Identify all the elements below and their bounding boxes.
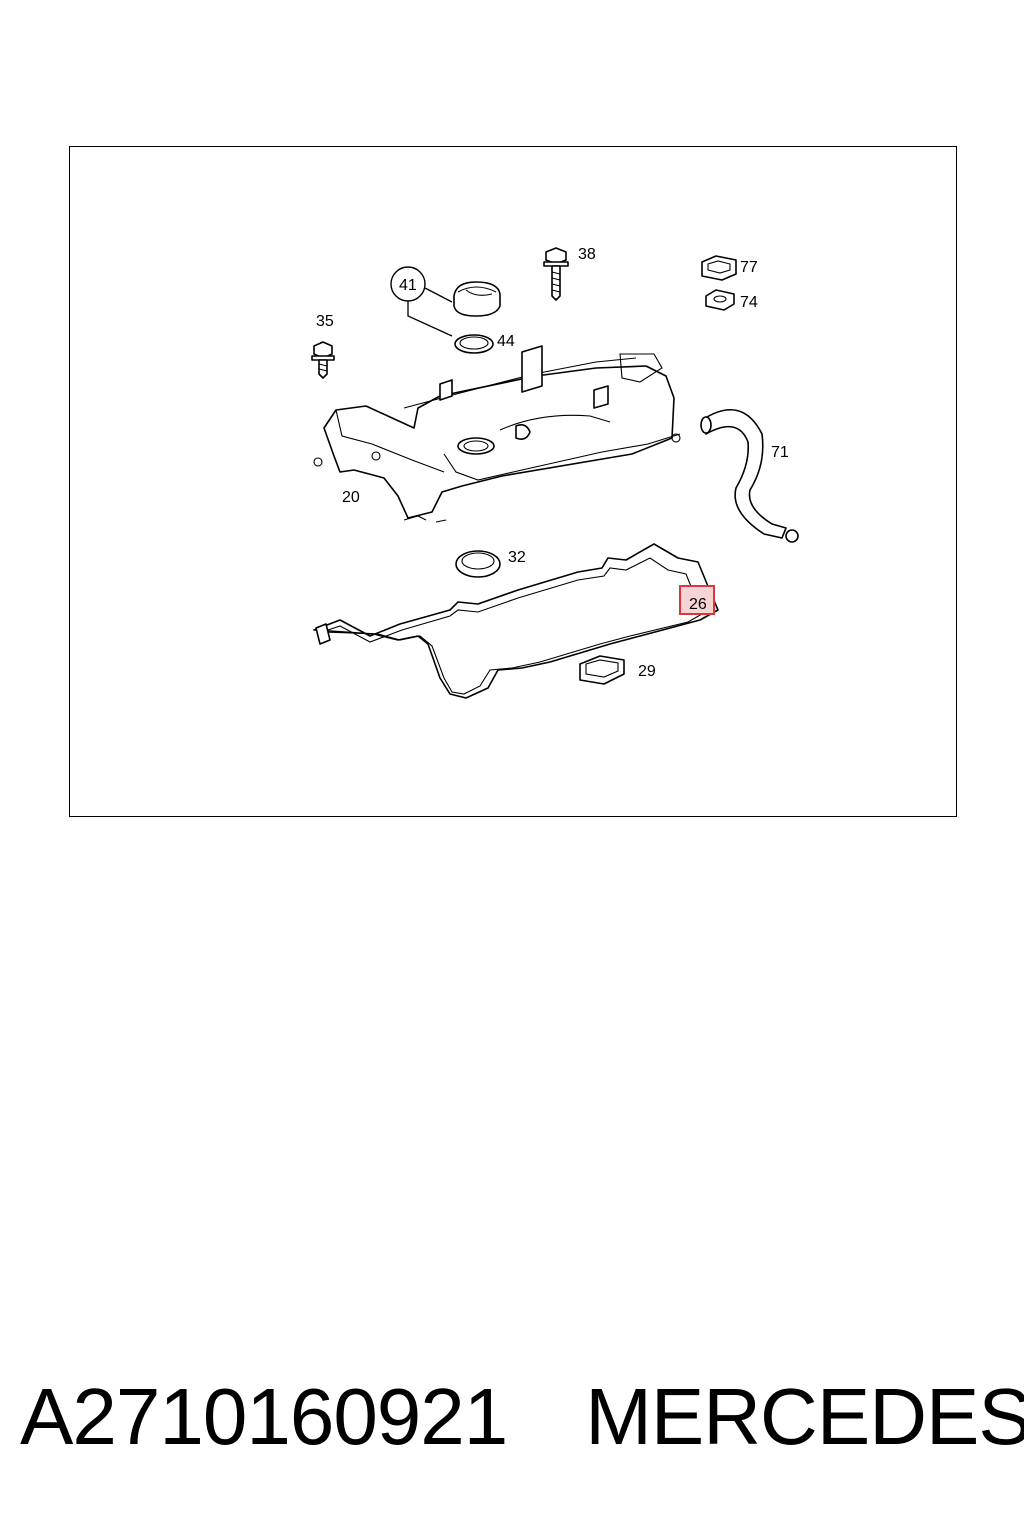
gasket-26[interactable]	[313, 543, 719, 699]
callout-29: 29	[638, 663, 656, 680]
callout-74: 74	[740, 294, 758, 311]
callout-71: 71	[771, 444, 789, 461]
breather-hose-71[interactable]	[700, 408, 799, 543]
grommet-74[interactable]	[705, 289, 735, 311]
seal-ring-32[interactable]	[455, 550, 501, 578]
part-number: A2710160921	[20, 1372, 508, 1461]
valve-cover-20[interactable]	[313, 345, 681, 523]
callout-77: 77	[740, 259, 758, 276]
gasket-29[interactable]	[579, 655, 625, 685]
callout-44: 44	[497, 333, 515, 350]
diagram-frame	[69, 146, 957, 817]
callout-41-group	[390, 266, 453, 337]
callout-41: 41	[399, 277, 417, 294]
oil-filler-cap[interactable]	[453, 281, 501, 317]
callout-26: 26	[689, 596, 707, 613]
bolt-35[interactable]	[311, 341, 335, 379]
bolt-38[interactable]	[543, 247, 569, 301]
callout-35: 35	[316, 313, 334, 330]
footer: A2710160921 MERCEDES	[20, 1362, 1024, 1472]
clip-77[interactable]	[701, 255, 737, 281]
highlight-box-26[interactable]	[679, 585, 715, 615]
callout-32: 32	[508, 549, 526, 566]
seal-ring-44[interactable]	[454, 334, 494, 354]
callout-38: 38	[578, 246, 596, 263]
brand-name: MERCEDES	[585, 1372, 1024, 1461]
callout-20: 20	[342, 489, 360, 506]
